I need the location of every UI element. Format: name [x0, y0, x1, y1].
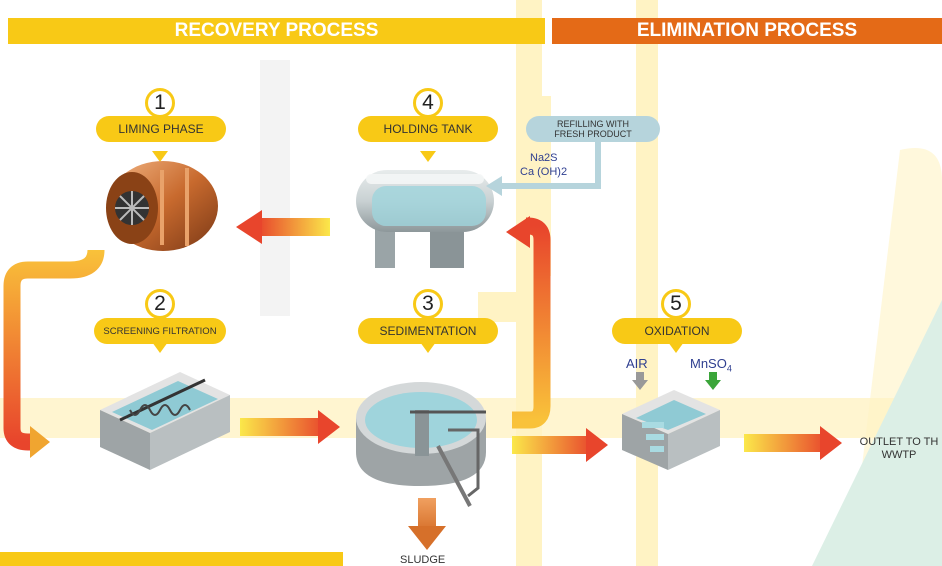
- sludge-label: SLUDGE: [400, 554, 446, 566]
- holding-tank-icon: [356, 170, 494, 268]
- arrow-sedimentation-to-tank: [506, 216, 551, 429]
- arrow-outlet: [744, 426, 842, 460]
- arrow-refill: [486, 142, 601, 196]
- arrow-sedimentation-to-oxidation: [512, 428, 608, 462]
- air-arrow-icon: [632, 372, 648, 390]
- step-2-number: 2: [145, 289, 175, 319]
- pointer-step-2: [152, 342, 168, 353]
- refill-line-2: FRESH PRODUCT: [554, 129, 632, 139]
- oxidation-tank-icon: [622, 390, 720, 470]
- step-5-number: 5: [661, 289, 691, 319]
- mnso4-text: MnSO: [690, 356, 727, 371]
- step-2-label: SCREENING FILTRATION: [94, 318, 226, 344]
- pointer-step-4: [420, 151, 436, 162]
- screening-filter-icon: [100, 372, 230, 470]
- arrow-sludge: [408, 498, 446, 550]
- mnso4-subscript: 4: [726, 363, 732, 374]
- liming-drum-icon: [106, 161, 218, 251]
- step-3-number: 3: [413, 289, 443, 319]
- outlet-line-2: WWTP: [881, 449, 917, 461]
- mnso4-label: MnSO4: [690, 356, 732, 374]
- refill-line-1: REFILLING WITH: [556, 119, 629, 129]
- outlet-line-1: OUTLET TO TH: [859, 436, 939, 448]
- pointer-step-5: [668, 342, 684, 353]
- step-1-number: 1: [145, 88, 175, 118]
- outlet-label: OUTLET TO TH WWTP: [856, 436, 942, 462]
- sedimentation-tank-icon: [356, 382, 486, 507]
- step-3-label: SEDIMENTATION: [358, 318, 498, 344]
- step-1-label: LIMING PHASE: [96, 116, 226, 142]
- bottom-band: [0, 552, 343, 566]
- mnso4-arrow-icon: [705, 372, 721, 390]
- pointer-step-3: [420, 342, 436, 353]
- chemical-na2s: Na2S: [530, 152, 558, 164]
- arrow-drum-to-screening: [3, 249, 105, 458]
- arrow-tank-to-drum: [236, 210, 330, 244]
- pointer-step-1: [152, 151, 168, 162]
- refill-label: REFILLING WITH FRESH PRODUCT: [526, 116, 660, 142]
- step-4-number: 4: [413, 88, 443, 118]
- arrow-screening-to-sedimentation: [240, 410, 340, 444]
- elimination-process-header: ELIMINATION PROCESS: [552, 18, 942, 44]
- step-5-label: OXIDATION: [612, 318, 742, 344]
- recovery-process-header: RECOVERY PROCESS: [8, 18, 545, 44]
- chemical-caoh2: Ca (OH)2: [520, 166, 568, 178]
- step-4-label: HOLDING TANK: [358, 116, 498, 142]
- air-label: AIR: [626, 356, 648, 371]
